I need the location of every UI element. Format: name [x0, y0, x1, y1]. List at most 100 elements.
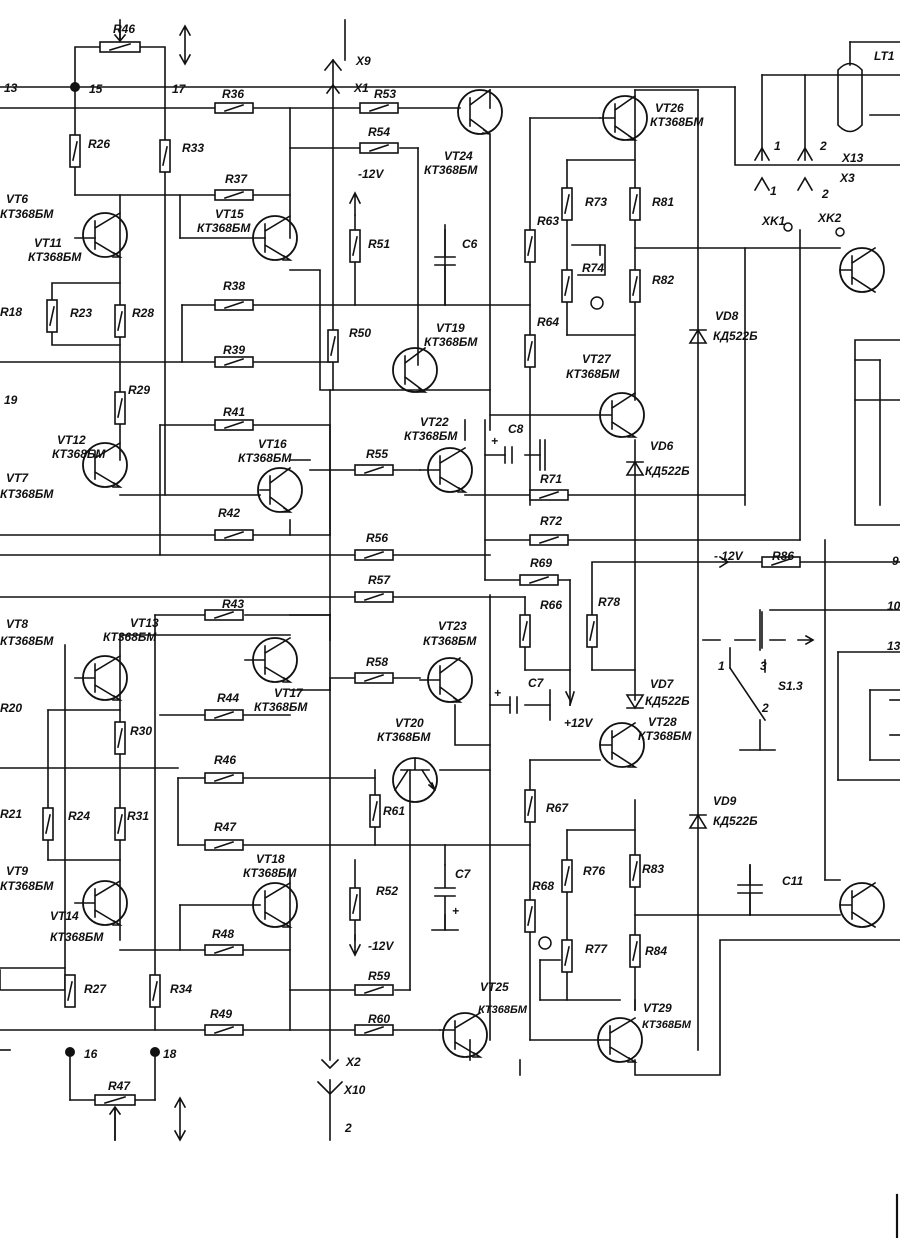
label-c8: C8 [508, 422, 524, 436]
junctions [65, 82, 845, 1057]
label-vt17: VT17 [274, 686, 304, 700]
diode-vd7 [625, 694, 645, 710]
label-vt6-part: КТ368БМ [0, 207, 54, 221]
diode-vd6 [625, 460, 645, 476]
node-and-pin-labels: 13 15 17 16 18 2 1 2 1 2 1 3 2 9 10 13 [4, 81, 900, 1135]
resistor-bodies [42, 29, 801, 1141]
label-r36: R36 [222, 87, 244, 101]
label-r86: R86 [772, 549, 794, 563]
label-supply-neg-bottom: -12V [368, 939, 394, 953]
jack-xk2 [835, 227, 845, 237]
label-vt9-part: КТ368БМ [0, 879, 54, 893]
label-c11: C11 [782, 874, 803, 888]
label-vt27: VT27 [582, 352, 612, 366]
label-r77: R77 [585, 942, 608, 956]
label-node-17: 17 [172, 82, 187, 96]
diodes [625, 328, 708, 829]
label-vd9-part: КД522Б [713, 814, 758, 828]
label-supply-pos: +12V [564, 716, 593, 730]
label-r26: R26 [88, 137, 110, 151]
label-vt18-part: КТ368БМ [243, 866, 297, 880]
label-vt14-part: КТ368БМ [50, 930, 104, 944]
label-r30: R30 [130, 724, 152, 738]
label-vt14: VT14 [50, 909, 79, 923]
label-vd6: VD6 [650, 439, 674, 453]
label-r47a: R47 [214, 820, 237, 834]
label-vt29: VT29 [643, 1001, 672, 1015]
label-vt28: VT28 [648, 715, 677, 729]
label-vt11: VT11 [34, 236, 62, 250]
label-r46a: R46 [113, 22, 135, 36]
label-r59: R59 [368, 969, 390, 983]
label-x2: X2 [345, 1055, 361, 1069]
label-r47b: R47 [108, 1079, 131, 1093]
label-r72: R72 [540, 514, 562, 528]
label-vt13: VT13 [130, 616, 159, 630]
label-r55: R55 [366, 447, 388, 461]
label-r37: R37 [225, 172, 248, 186]
label-r67: R67 [546, 801, 569, 815]
label-r49: R49 [210, 1007, 232, 1021]
label-r24: R24 [68, 809, 90, 823]
label-vt12-part: КТ368БМ [52, 447, 106, 461]
label-switch-2: 2 [761, 701, 769, 715]
label-vd7: VD7 [650, 677, 675, 691]
label-vt23: VT23 [438, 619, 467, 633]
label-x9: X9 [355, 54, 371, 68]
label-r39: R39 [223, 343, 245, 357]
label-supply-neg-top: -12V [358, 167, 384, 181]
label-r20: R20 [0, 701, 22, 715]
label-vt24: VT24 [444, 149, 473, 163]
label-r44: R44 [217, 691, 239, 705]
label-edge-13: 13 [887, 639, 900, 653]
label-r27: R27 [84, 982, 107, 996]
capacitor-c11 [737, 864, 763, 916]
label-r43: R43 [222, 597, 244, 611]
label-c7b: C7 [455, 867, 472, 881]
label-node-13: 13 [4, 81, 18, 95]
label-r66: R66 [540, 598, 562, 612]
label-node-15: 15 [89, 82, 103, 96]
label-r56: R56 [366, 531, 388, 545]
label-r73: R73 [585, 195, 607, 209]
label-vt28-part: КТ368БМ [638, 729, 692, 743]
capacitor-labels: C6 C8 C7 C7 C11 + + + [452, 237, 803, 918]
transistor-vt11 [82, 212, 128, 258]
label-vt27-part: КТ368БМ [566, 367, 620, 381]
label-r74: R74 [582, 261, 604, 275]
label-vd8: VD8 [715, 309, 739, 323]
label-r54: R54 [368, 125, 390, 139]
label-r23: R23 [70, 306, 92, 320]
label-r31: R31 [127, 809, 149, 823]
label-r33: R33 [182, 141, 204, 155]
label-vt26-part: КТ368БМ [650, 115, 704, 129]
label-x3: X3 [839, 171, 855, 185]
label-c7a: C7 [528, 676, 545, 690]
label-r69: R69 [530, 556, 552, 570]
label-vd7-part: КД522Б [645, 694, 690, 708]
label-vt24-part: КТ368БМ [424, 163, 478, 177]
label-r58: R58 [366, 655, 388, 669]
label-vt13-part: КТ368БМ [103, 630, 157, 644]
label-r63: R63 [537, 214, 559, 228]
label-c7a-plus: + [494, 686, 501, 700]
label-c7b-plus: + [452, 904, 459, 918]
transistor-labels: VT24 КТ368БМ VT26 КТ368БМ VT11 КТ368БМ V… [28, 101, 704, 1031]
label-vt18: VT18 [256, 852, 285, 866]
label-vt16-part: КТ368БМ [238, 451, 292, 465]
transistor-symbols [74, 62, 885, 1064]
transistor-vt16 [257, 467, 303, 513]
capacitor-c8 [504, 439, 546, 471]
label-pin-1a: 1 [774, 139, 781, 153]
label-xk2: XK2 [817, 211, 842, 225]
label-node-2: 2 [344, 1121, 352, 1135]
label-pin-2a: 2 [819, 139, 827, 153]
label-s13: S1.3 [778, 679, 803, 693]
label-vt29-part: КТ368БМ [642, 1019, 692, 1031]
edge-labels: VT6 КТ368БМ VT7 КТ368БМ VT8 КТ368БМ VT9 … [0, 192, 54, 893]
transistor-vt29 [597, 1017, 643, 1063]
label-r83: R83 [642, 862, 664, 876]
label-vt6: VT6 [6, 192, 28, 206]
label-vt12: VT12 [57, 433, 86, 447]
diode-labels: VD8 КД522Б VD6 КД522Б VD7 КД522Б VD9 КД5… [645, 309, 758, 828]
